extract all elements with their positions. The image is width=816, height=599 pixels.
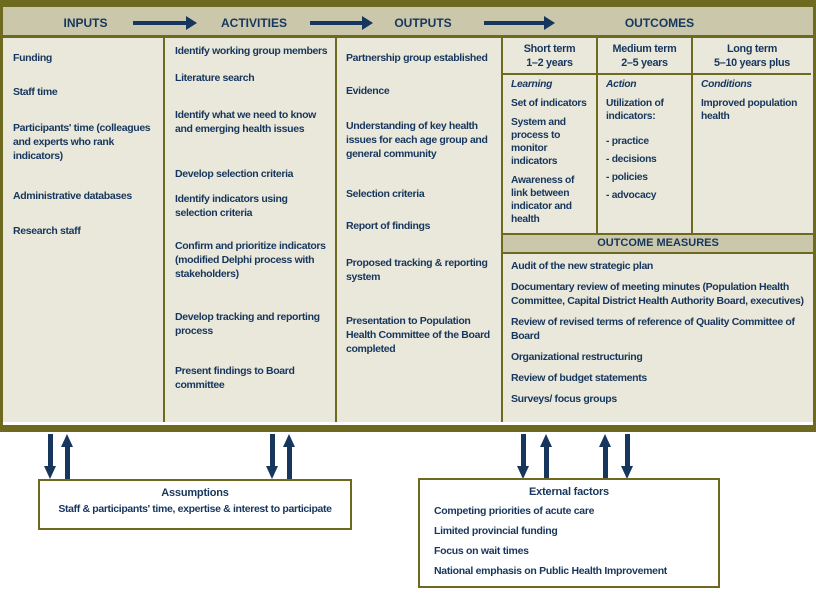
feedback-arrow-down-icon <box>621 434 634 479</box>
external-factor-item: Focus on wait times <box>434 545 529 557</box>
activity-item: Identify indicators using selection crit… <box>175 193 288 219</box>
short-term-timeframe: 1–2 years <box>526 57 573 69</box>
medium-term-item: - advocacy <box>606 190 657 201</box>
short-term-item: Set of indicators <box>511 98 587 109</box>
assumptions-text: Staff & participants' time, expertise & … <box>58 503 332 515</box>
short-term-category: Learning <box>511 79 553 90</box>
medium-term-item: Utilization of indicators: <box>606 98 664 122</box>
output-item: Partnership group established <box>346 52 488 64</box>
arrow-activities-to-outputs-icon <box>310 15 373 30</box>
input-item: Staff time <box>13 86 58 98</box>
feedback-arrow-up-icon <box>283 434 296 479</box>
external-factors-title: External factors <box>529 486 609 498</box>
feedback-arrow-up-icon <box>540 434 553 479</box>
medium-term-item: - practice <box>606 136 649 147</box>
long-term-header: Long term 5–10 years plus <box>693 38 811 75</box>
long-term-column: Long term 5–10 years plus Conditions Imp… <box>693 38 811 233</box>
outcome-measure-item: Review of budget statements <box>511 372 647 384</box>
output-item: Proposed tracking & reporting system <box>346 257 488 283</box>
header-outputs: OUTPUTS <box>394 16 452 30</box>
short-term-column: Short term 1–2 years Learning Set of ind… <box>503 38 598 233</box>
input-item: Funding <box>13 52 52 64</box>
arrow-inputs-to-activities-icon <box>133 15 197 30</box>
outcome-measure-item: Organizational restructuring <box>511 351 643 363</box>
external-factor-item: Limited provincial funding <box>434 525 558 537</box>
header-outcomes: OUTCOMES <box>624 16 695 30</box>
input-item: Participants' time (colleagues and exper… <box>13 122 151 162</box>
long-term-body: Conditions Improved population health <box>693 75 811 123</box>
medium-term-item: - decisions <box>606 154 657 165</box>
feedback-arrow-down-icon <box>266 434 279 479</box>
activity-item: Develop selection criteria <box>175 168 294 180</box>
inputs-column: Funding Staff time Participants' time (c… <box>3 38 165 422</box>
output-item: Selection criteria <box>346 188 425 200</box>
output-item: Understanding of key health issues for e… <box>346 120 488 160</box>
assumptions-box: Assumptions Staff & participants' time, … <box>38 479 352 530</box>
input-item: Administrative databases <box>13 190 132 202</box>
activity-item: Identify what we need to know and emergi… <box>175 109 316 135</box>
medium-term-title: Medium term <box>612 43 677 55</box>
logic-model-table: INPUTS ACTIVITIES OUTPUTS OUTCOMES Fundi… <box>0 0 816 432</box>
activity-item: Confirm and prioritize indicators (modif… <box>175 240 326 280</box>
arrow-outputs-to-outcomes-icon <box>484 15 555 30</box>
outputs-column: Partnership group established Evidence U… <box>337 38 503 422</box>
medium-term-item: - policies <box>606 172 648 183</box>
outcome-measure-item: Documentary review of meeting minutes (P… <box>511 281 804 307</box>
long-term-item: Improved population health <box>701 98 798 122</box>
external-factor-item: Competing priorities of acute care <box>434 505 595 517</box>
activities-column: Identify working group members Literatur… <box>165 38 337 422</box>
stage-header-band: INPUTS ACTIVITIES OUTPUTS OUTCOMES <box>3 7 813 38</box>
header-activities: ACTIVITIES <box>220 16 287 30</box>
activity-item: Present findings to Board committee <box>175 365 295 391</box>
medium-term-column: Medium term 2–5 years Action Utilization… <box>598 38 693 233</box>
output-item: Report of findings <box>346 220 431 232</box>
medium-term-category: Action <box>606 79 637 90</box>
outcome-measures-list: Audit of the new strategic plan Document… <box>503 254 813 422</box>
output-item: Evidence <box>346 85 390 97</box>
feedback-arrow-up-icon <box>599 434 612 479</box>
medium-term-body: Action Utilization of indicators: - prac… <box>598 75 691 202</box>
long-term-category: Conditions <box>701 79 752 90</box>
short-term-body: Learning Set of indicators System and pr… <box>503 75 596 226</box>
outcomes-section: Short term 1–2 years Learning Set of ind… <box>503 38 813 422</box>
short-term-header: Short term 1–2 years <box>503 38 596 75</box>
activity-item: Develop tracking and reporting process <box>175 311 320 337</box>
long-term-timeframe: 5–10 years plus <box>714 57 790 69</box>
assumptions-title: Assumptions <box>161 487 229 499</box>
table-body: Funding Staff time Participants' time (c… <box>3 38 813 422</box>
external-factor-item: National emphasis on Public Health Impro… <box>434 565 668 577</box>
short-term-item: Awareness of link between indicator and … <box>511 175 575 225</box>
feedback-arrow-down-icon <box>517 434 530 479</box>
long-term-title: Long term <box>726 43 778 55</box>
feedback-arrow-down-icon <box>44 434 57 479</box>
medium-term-header: Medium term 2–5 years <box>598 38 691 75</box>
activity-item: Identify working group members <box>175 45 328 57</box>
feedback-arrow-up-icon <box>61 434 74 479</box>
medium-term-timeframe: 2–5 years <box>621 57 668 69</box>
outcome-measure-item: Review of revised terms of reference of … <box>511 316 795 342</box>
outcome-measure-item: Surveys/ focus groups <box>511 393 617 405</box>
short-term-item: System and process to monitor indicators <box>511 117 566 167</box>
header-inputs: INPUTS <box>63 16 108 30</box>
outcome-measure-item: Audit of the new strategic plan <box>511 260 653 272</box>
output-item: Presentation to Population Health Commit… <box>346 315 490 355</box>
activity-item: Literature search <box>175 72 255 84</box>
short-term-title: Short term <box>523 43 576 55</box>
external-factors-box: External factors Competing priorities of… <box>418 478 720 588</box>
outcomes-columns: Short term 1–2 years Learning Set of ind… <box>503 38 813 233</box>
input-item: Research staff <box>13 225 81 237</box>
outcome-measures-header: OUTCOME MEASURES <box>503 233 813 254</box>
